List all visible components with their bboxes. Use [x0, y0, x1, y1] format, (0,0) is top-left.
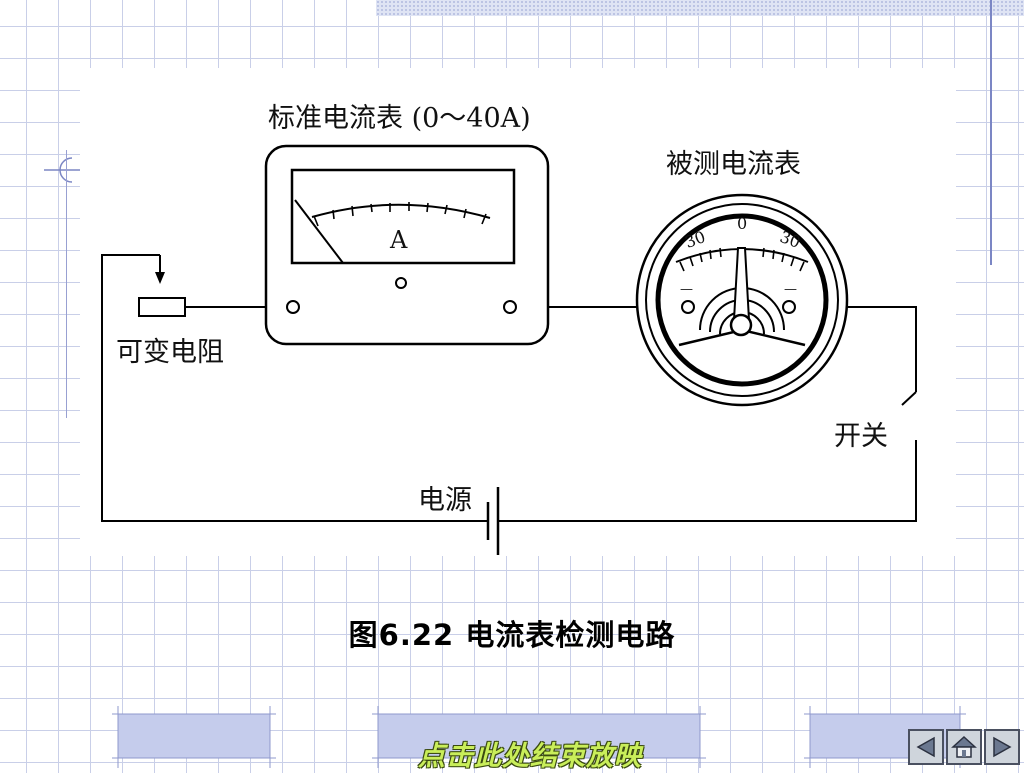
left-decorative-mark: [44, 157, 82, 183]
power-source-label: 电源: [418, 485, 472, 516]
triangle-left-icon: [916, 736, 935, 758]
tested-minus-right: —: [784, 282, 797, 297]
standard-ammeter-unit: A: [390, 226, 408, 254]
switch-label: 开关: [834, 421, 888, 452]
home-icon: [951, 735, 977, 758]
end-show-link[interactable]: 点击此处结束放映: [418, 741, 642, 772]
tested-ammeter: [635, 193, 849, 407]
left-decorative-vline: [66, 150, 67, 418]
tested-dial-zero: 0: [737, 214, 748, 233]
right-decorative-line: [990, 0, 992, 265]
home-button[interactable]: [946, 729, 982, 765]
standard-ammeter-title: 标准电流表 (0～40A): [268, 103, 531, 134]
top-decorative-strip: [376, 0, 1024, 16]
standard-ammeter: [264, 144, 550, 346]
triangle-right-icon: [993, 736, 1012, 758]
figure-caption: 图6.22 电流表检测电路: [348, 618, 676, 652]
next-slide-button[interactable]: [984, 729, 1020, 765]
variable-resistor-label: 可变电阻: [116, 337, 224, 368]
prev-slide-button[interactable]: [908, 729, 944, 765]
tested-minus-left: —: [680, 282, 693, 297]
footer-decoration: [112, 706, 966, 768]
tested-ammeter-title: 被测电流表: [666, 149, 801, 180]
